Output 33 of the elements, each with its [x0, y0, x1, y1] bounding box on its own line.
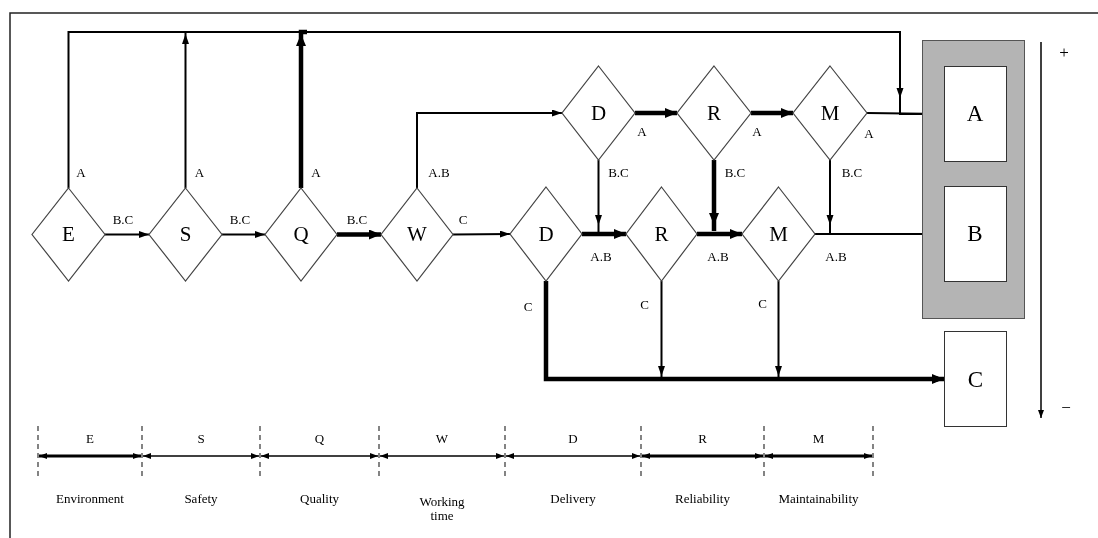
- node-label: R: [654, 223, 669, 245]
- class-box: [943, 65, 1007, 162]
- node-label: M: [769, 223, 788, 245]
- scale-label: Reliability: [675, 491, 730, 507]
- node-label: E: [62, 224, 75, 245]
- scale-letter: D: [568, 431, 578, 447]
- node-label: Q: [293, 224, 309, 245]
- scale-letter: S: [197, 431, 205, 447]
- axis-sign: +: [1059, 43, 1069, 63]
- node-label: B: [967, 222, 983, 245]
- node-label: D: [590, 102, 607, 124]
- node-label: R: [707, 102, 721, 124]
- scale-label: Maintainability: [778, 491, 859, 507]
- scale-letter: W: [435, 431, 449, 447]
- scale-label: Delivery: [550, 491, 596, 507]
- class-box: [944, 331, 1007, 427]
- node-label: A: [966, 102, 984, 125]
- node-label: C: [967, 367, 984, 391]
- node-label: S: [179, 224, 192, 245]
- class-box: [943, 185, 1007, 282]
- scale-label: Safety: [184, 491, 218, 507]
- node-label: M: [820, 102, 840, 124]
- scale-letter: M: [812, 431, 825, 447]
- scale-letter: R: [698, 431, 707, 447]
- axis-sign: −: [1061, 398, 1071, 418]
- node-label: D: [538, 223, 554, 245]
- scale-label: Working time: [418, 494, 466, 524]
- scale-letter: Q: [314, 431, 325, 447]
- scale-letter: E: [86, 431, 94, 447]
- node-label: W: [407, 224, 427, 245]
- scale-label: Environment: [56, 491, 124, 507]
- scale-label: Quality: [300, 491, 339, 507]
- grouping-panel: [922, 40, 1025, 319]
